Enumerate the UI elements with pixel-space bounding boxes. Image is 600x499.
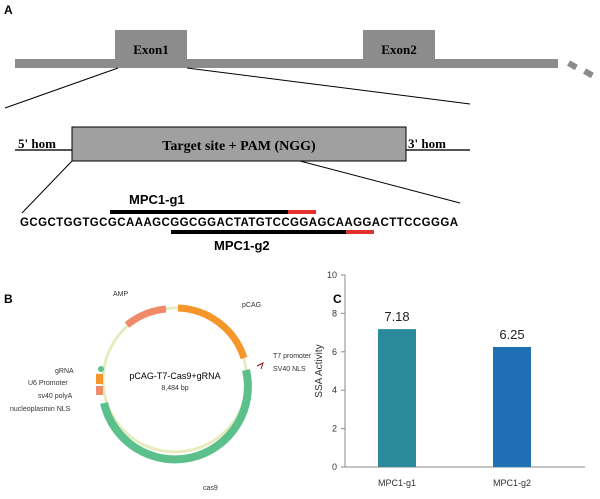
plasmid-map [96,304,264,464]
hom5-label: 5' hom [18,136,56,151]
y-axis-label: SSA Activity [314,344,325,397]
y-tick-label: 4 [332,385,337,395]
plasmid-name: pCAG-T7-Cas9+gRNA [129,371,220,381]
break-mark [583,68,594,79]
zoom-line [299,160,461,204]
break-mark [567,60,578,71]
exon1-label: Exon1 [133,42,168,57]
feature-sv40polya: sv40 polyA [38,393,73,400]
bar-value-label: 6.25 [499,327,524,342]
pcag-arrow [177,304,248,360]
u6-arrow [96,374,103,384]
y-tick-label: 8 [332,308,337,318]
g2-label: MPC1-g2 [214,238,270,253]
sequence-text: GCGCTGGTGCGCAAAGCGGCGGACTATGTCCGGAGCAAGG… [20,217,458,229]
bar-MPC1-g1 [378,329,416,467]
target-box [71,126,407,162]
feature-cas9: cas9 [203,485,218,492]
exon2-label: Exon2 [381,42,416,57]
bar-value-label: 7.18 [384,309,409,324]
exon2-box [363,30,435,68]
feature-amp: AMP [113,291,129,298]
zoom-line [4,67,119,109]
feature-nucleoplasmin-nls: nucleoplasmin NLS [10,406,71,413]
feature-grna: gRNA [55,368,74,375]
plasmid-size: 8,484 bp [161,385,188,392]
y-tick-label: 6 [332,347,337,357]
gene-line [15,59,558,68]
y-tick-label: 2 [332,424,337,434]
y-tick-label: 0 [332,462,337,472]
hom3-label: 3' hom [408,136,446,151]
amp-arrow [124,305,167,328]
target-label: Target site + PAM (NGG) [162,139,316,154]
g1-bar [110,210,288,214]
t7-mark [256,362,264,370]
feature-pcag: pCAG [242,302,261,309]
zoom-line [21,160,73,214]
feature-t7: T7 promoter [273,353,312,360]
sv40-polya-arrow [96,386,103,395]
g2-pam [346,230,374,234]
y-tick-label: 10 [327,270,337,280]
x-tick-label: MPC1-g1 [378,478,416,488]
grna-mark [98,366,104,372]
panel-label-c: C [333,292,342,306]
panel-label-b: B [4,292,13,306]
feature-sv40nls: SV40 NLS [273,366,306,373]
exon1-box [115,30,187,68]
g2-bar [171,230,346,234]
g1-pam [288,210,316,214]
zoom-line [186,67,471,105]
feature-u6: U6 Promoter [28,380,68,387]
panel-label-a: A [4,3,13,17]
x-tick-label: MPC1-g2 [493,478,531,488]
cas9-arrow [100,369,252,464]
g1-label: MPC1-g1 [129,192,185,207]
bar-MPC1-g2 [493,347,531,467]
